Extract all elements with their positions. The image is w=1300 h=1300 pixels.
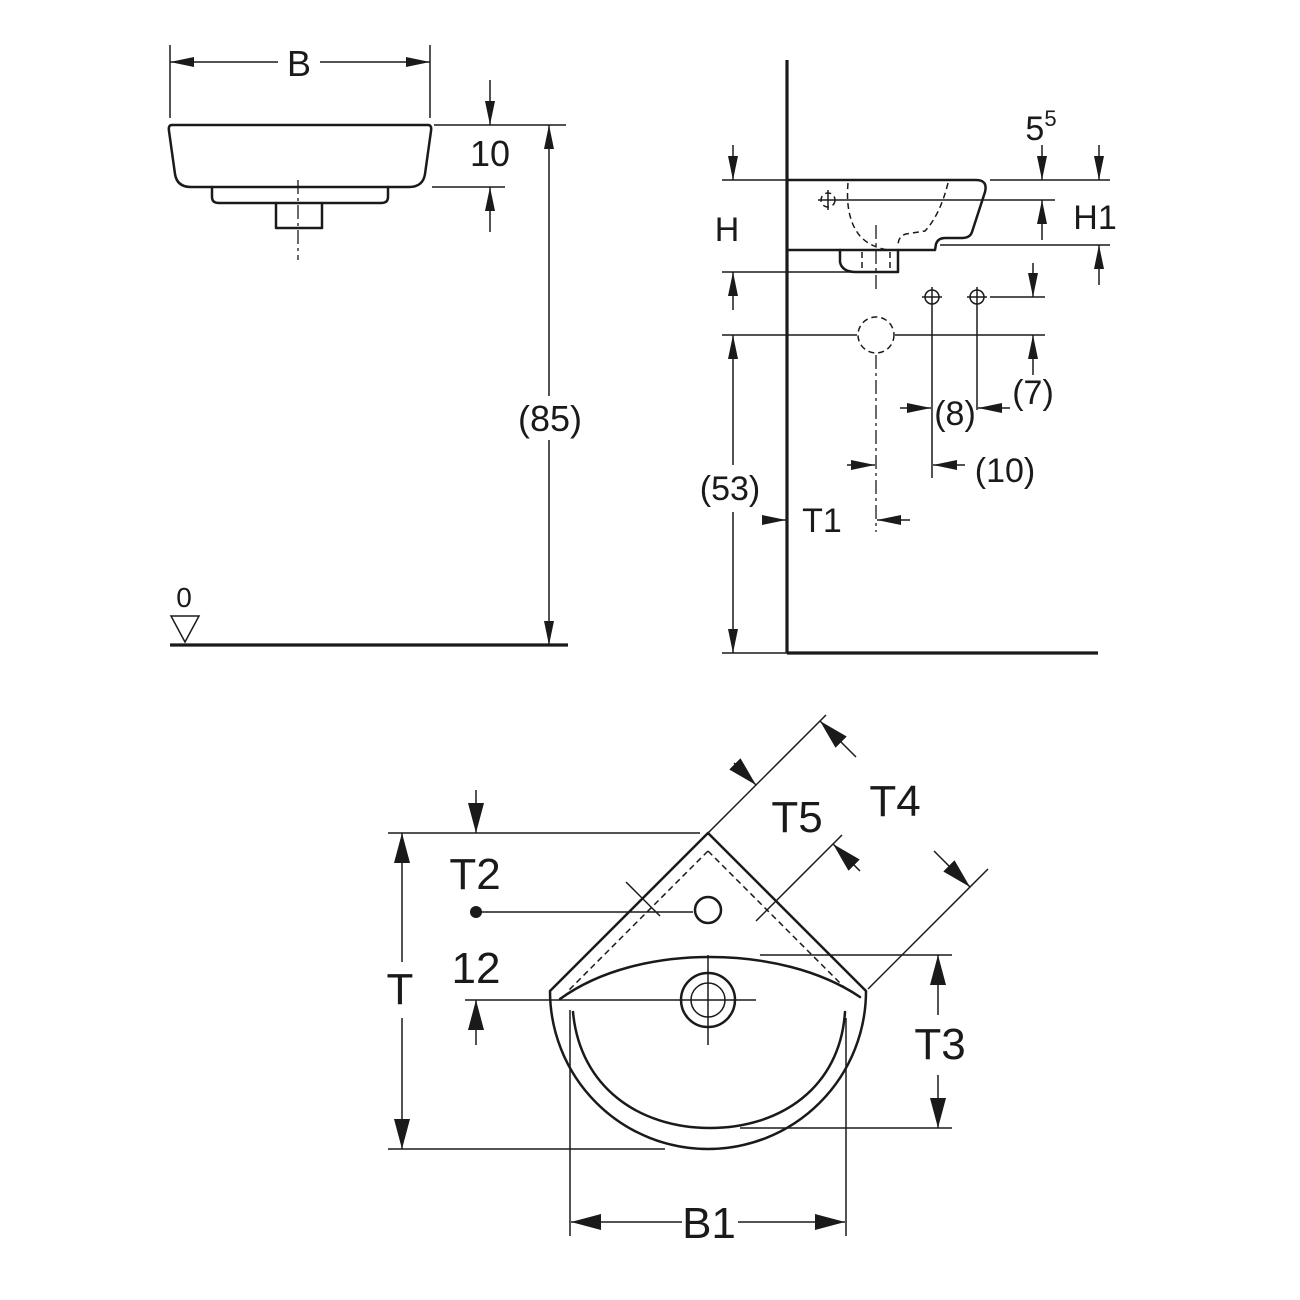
front-view: B 10 (85) 0 (167, 43, 582, 647)
bowl-inner-outline (571, 1010, 847, 1130)
supply-right-crosshair-icon (967, 287, 987, 307)
waste-outlet-front (274, 201, 324, 230)
supply-spacing-label: (8) (934, 395, 976, 433)
tap-position-tick-left (625, 881, 661, 917)
diagonal-depth-label: T4 (869, 777, 920, 826)
tap-hole-plan (693, 895, 723, 925)
diagonal-depth-arrow-top (819, 720, 857, 758)
tap-offset-superscript: 5 (1044, 106, 1056, 131)
tap-hole-crosshair-icon (818, 190, 838, 210)
tap-diagonal-arrow-bottom (832, 843, 861, 872)
waste-depth-label: T1 (802, 502, 842, 540)
bowl-height-label: H1 (1073, 199, 1116, 237)
basin-front-outline (167, 123, 433, 189)
diagonal-depth-extension-front (867, 868, 989, 990)
width-label: B (287, 43, 311, 84)
tap-offset-value: 5 (1025, 110, 1044, 148)
tap-depth-label: T2 (449, 850, 500, 899)
diagonal-depth-arrow-bottom (933, 850, 971, 888)
waste-height-label: (53) (700, 470, 760, 508)
bowl-depth-label: T3 (914, 1020, 965, 1069)
rim-inner-left-hidden (567, 850, 709, 992)
waste-connection-circle (857, 316, 895, 354)
tap-diagonal-arrow-top (729, 758, 757, 786)
tap-diagonal-label: T5 (771, 793, 822, 842)
floor-level-label: 0 (176, 582, 192, 613)
bowl-rim-edge (558, 955, 862, 1001)
mounting-height-label: (85) (518, 398, 582, 439)
plan-view: T2 12 T T3 B1 T4 T5 (387, 714, 989, 1248)
bowl-width-label: B1 (682, 1199, 736, 1248)
supply-height-label: (7) (1012, 374, 1054, 412)
tap-offset-label: 55 (1025, 106, 1056, 148)
supply-offset-label: (10) (975, 452, 1035, 490)
rim-inner-right-hidden (707, 850, 849, 992)
tap-diagonal-extension (755, 834, 843, 922)
tap-depth-origin-dot (470, 906, 482, 918)
waste-offset-label: 12 (452, 944, 501, 993)
height-label: H (715, 211, 740, 249)
depth-label: T (387, 965, 414, 1014)
rim-height-label: 10 (470, 133, 510, 174)
diagonal-depth-extension-corner (707, 714, 827, 834)
floor-level-triangle-icon (169, 615, 201, 644)
basin-skirt (210, 185, 390, 205)
bowl-inner-right-hidden (897, 182, 949, 247)
supply-left-crosshair-icon (922, 287, 942, 307)
basin-side-outline (785, 178, 987, 252)
side-view: H H1 55 (7) (8) (700, 60, 1117, 655)
bowl-inner-left-hidden (846, 182, 889, 251)
